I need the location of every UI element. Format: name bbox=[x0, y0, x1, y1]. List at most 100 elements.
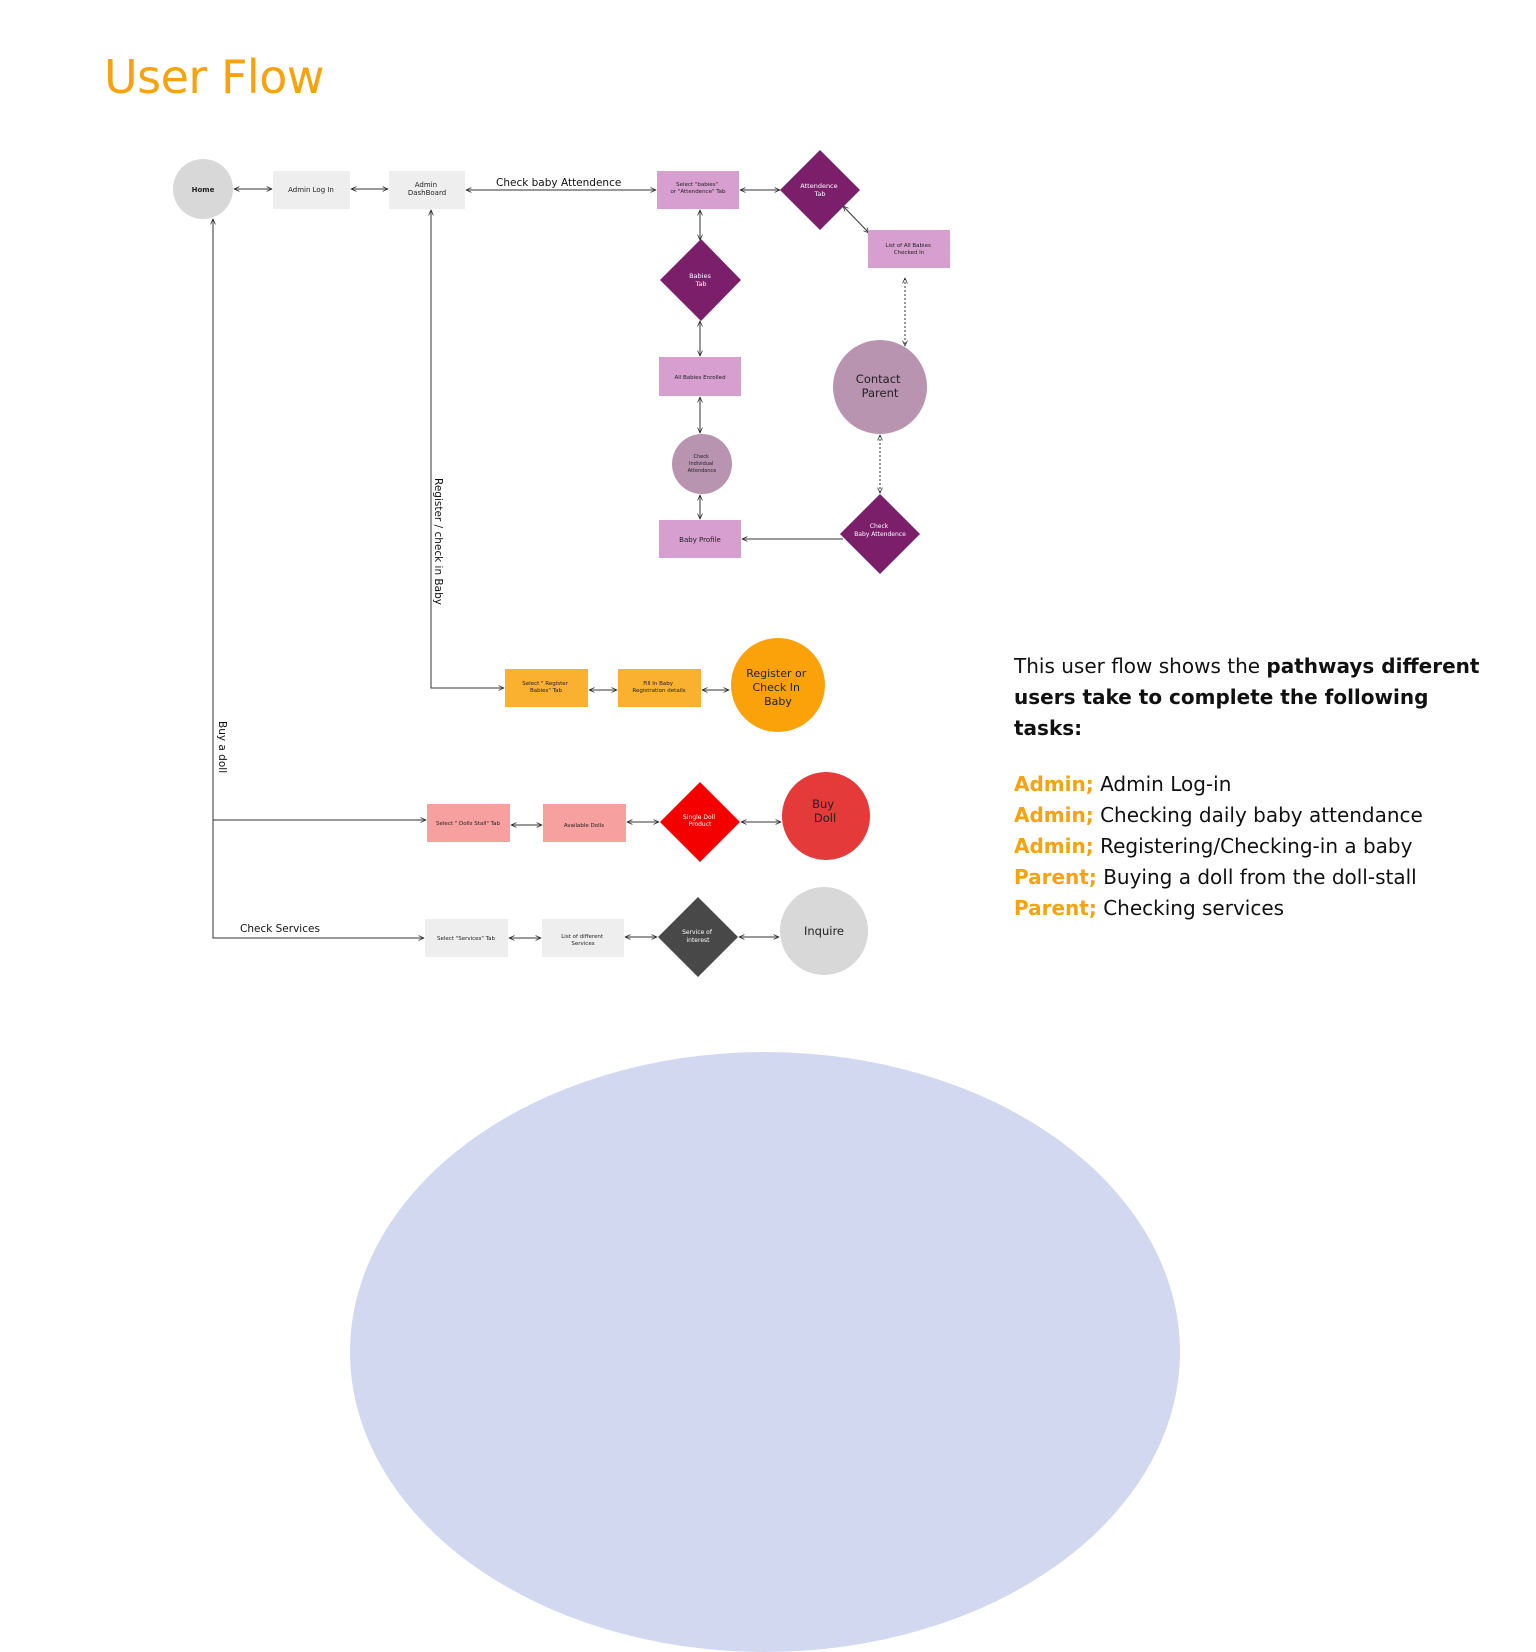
node-select-babies-tab bbox=[657, 171, 739, 209]
task-role: Parent; bbox=[1014, 896, 1097, 920]
svg-text:Babies Tab: Babies Tab bbox=[689, 272, 713, 288]
task-list: Admin; Admin Log-in Admin; Checking dail… bbox=[1014, 769, 1484, 924]
svg-text:List of different Servic: List of different Services bbox=[561, 934, 605, 947]
node-label-admin-login: Admin Log In bbox=[288, 186, 334, 194]
node-register-checkin bbox=[731, 638, 825, 732]
task-role: Admin; bbox=[1014, 803, 1094, 827]
node-babies-tab bbox=[660, 239, 741, 321]
node-label-fill-registration-1: Fill In Baby bbox=[643, 681, 674, 687]
svg-text:Select " Register Babies: Select " Register Babies" Tab bbox=[522, 681, 569, 694]
svg-text:Check Baby Attendence: Check Baby Attendence bbox=[854, 523, 906, 538]
svg-text:Contact Parent: Contact Parent bbox=[856, 372, 904, 400]
task-role: Parent; bbox=[1014, 865, 1097, 889]
node-label-check-baby-attendence-1: Check bbox=[870, 523, 889, 530]
user-flow-diagram: Check baby Attendence Register / check i… bbox=[173, 150, 950, 977]
node-all-babies-enrolled bbox=[659, 357, 741, 396]
node-label-single-doll-2: Product bbox=[689, 821, 712, 828]
node-available-dolls bbox=[543, 804, 626, 842]
node-label-buy-doll-2: Doll bbox=[814, 811, 836, 825]
node-label-check-individual-3: Attendance bbox=[688, 468, 717, 474]
node-label-inquire: Inquire bbox=[804, 924, 844, 938]
task-item: Parent; Buying a doll from the doll-stal… bbox=[1014, 862, 1484, 893]
svg-text:Admin DashBoard: Admin DashBoard bbox=[408, 181, 446, 197]
node-single-doll bbox=[660, 782, 740, 862]
node-label-register-checkin-1: Register or bbox=[746, 667, 807, 680]
edge-dashboard-register bbox=[431, 210, 504, 688]
node-label-list-checked-in-2: Checked In bbox=[894, 250, 925, 256]
svg-text:Buy Doll: Buy Doll bbox=[812, 797, 838, 825]
node-label-available-dolls: Available Dolls bbox=[564, 823, 604, 829]
task-item: Admin; Checking daily baby attendance bbox=[1014, 800, 1484, 831]
svg-text:Register or Check In: Register or Check In Baby bbox=[746, 667, 810, 708]
edges bbox=[213, 189, 905, 938]
svg-text:Fill In Baby Registratio: Fill In Baby Registration details bbox=[632, 681, 685, 694]
node-label-contact-parent-2: Parent bbox=[862, 386, 899, 400]
task-role: Admin; bbox=[1014, 834, 1094, 858]
edge-label-buy-doll: Buy a doll bbox=[216, 721, 228, 773]
node-label-buy-doll-1: Buy bbox=[812, 797, 834, 811]
node-label-admin-dashboard-1: Admin bbox=[415, 181, 437, 189]
node-label-babies-tab-2: Tab bbox=[694, 280, 706, 288]
node-label-attendence-tab-2: Tab bbox=[813, 190, 825, 198]
node-label-check-baby-attendence-2: Baby Attendence bbox=[854, 531, 906, 538]
task-text: Registering/Checking-in a baby bbox=[1100, 834, 1413, 858]
edge-label-register-checkin: Register / check in Baby bbox=[432, 478, 444, 605]
node-label-list-checked-in-1: List of All Babies bbox=[885, 243, 931, 249]
svg-text:Check Individual A: Check Individual Attendance bbox=[688, 454, 717, 474]
node-label-select-babies-1: Select "babies" bbox=[676, 182, 718, 188]
node-home bbox=[173, 159, 233, 219]
node-label-register-checkin-3: Baby bbox=[764, 695, 792, 708]
node-list-services bbox=[542, 919, 624, 957]
node-label-select-register-1: Select " Register bbox=[522, 681, 568, 687]
node-label-baby-profile: Baby Profile bbox=[679, 536, 721, 544]
node-contact-parent bbox=[833, 340, 927, 434]
edge-labels: Check baby Attendence Register / check i… bbox=[216, 177, 621, 935]
svg-text:Single Doll Product: Single Doll Product bbox=[683, 814, 717, 828]
node-fill-registration bbox=[618, 669, 701, 707]
node-label-babies-tab-1: Babies bbox=[689, 272, 711, 280]
task-text: Admin Log-in bbox=[1100, 772, 1232, 796]
node-label-service-interest-1: Service of bbox=[682, 929, 713, 936]
task-role: Admin; bbox=[1014, 772, 1094, 796]
node-admin-dashboard bbox=[389, 171, 465, 209]
edge-label-check-attendence: Check baby Attendence bbox=[496, 177, 621, 189]
edge-label-check-services: Check Services bbox=[240, 923, 320, 935]
node-label-check-individual-1: Check bbox=[694, 454, 709, 460]
node-label-list-services-1: List of different bbox=[561, 934, 604, 940]
node-label-all-babies-enrolled: All Babies Enrolled bbox=[674, 375, 725, 381]
node-label-attendence-tab-1: Attendence bbox=[800, 182, 837, 190]
task-text: Checking services bbox=[1103, 896, 1285, 920]
description-intro-plain: This user flow shows the bbox=[1014, 654, 1267, 678]
node-select-register-tab bbox=[505, 669, 588, 707]
node-label-home: Home bbox=[192, 186, 215, 194]
description-panel: This user flow shows the pathways differ… bbox=[1014, 651, 1484, 924]
node-label-list-services-2: Services bbox=[571, 941, 594, 947]
node-select-services-tab bbox=[425, 919, 508, 957]
description-intro: This user flow shows the pathways differ… bbox=[1014, 651, 1484, 744]
node-label-select-dolls-tab: Select " Dolls Stall" Tab bbox=[436, 821, 500, 827]
task-text: Checking daily baby attendance bbox=[1100, 803, 1423, 827]
svg-text:Select "babies" or "Atte: Select "babies" or "Attendence" Tab bbox=[670, 182, 726, 195]
node-label-register-checkin-2: Check In bbox=[752, 681, 800, 694]
node-label-check-individual-2: Individual bbox=[689, 461, 713, 467]
node-label-contact-parent-1: Contact bbox=[856, 372, 901, 386]
node-label-select-register-2: Babies" Tab bbox=[530, 688, 563, 694]
node-label-admin-dashboard-2: DashBoard bbox=[408, 189, 446, 197]
node-label-single-doll-1: Single Doll bbox=[683, 814, 715, 821]
node-inquire bbox=[780, 887, 868, 975]
node-service-interest bbox=[658, 897, 738, 977]
node-attendence-tab bbox=[780, 150, 860, 230]
task-item: Admin; Admin Log-in bbox=[1014, 769, 1484, 800]
task-item: Parent; Checking services bbox=[1014, 893, 1484, 924]
node-label-fill-registration-2: Registration details bbox=[632, 688, 685, 694]
node-select-dolls-tab bbox=[427, 804, 510, 842]
node-label-select-services-tab: Select "Services" Tab bbox=[437, 936, 496, 942]
node-label-service-interest-2: interest bbox=[686, 937, 710, 944]
svg-text:Attendence Tab: Attendence Tab bbox=[800, 182, 839, 198]
svg-text:List of All Babies Check: List of All Babies Checked In bbox=[885, 243, 932, 256]
node-check-individual bbox=[672, 434, 732, 494]
task-item: Admin; Registering/Checking-in a baby bbox=[1014, 831, 1484, 862]
decorative-arc bbox=[350, 1052, 1180, 1652]
svg-text:Service of interest: Service of interest bbox=[682, 929, 714, 944]
edge-home-services bbox=[213, 219, 424, 938]
